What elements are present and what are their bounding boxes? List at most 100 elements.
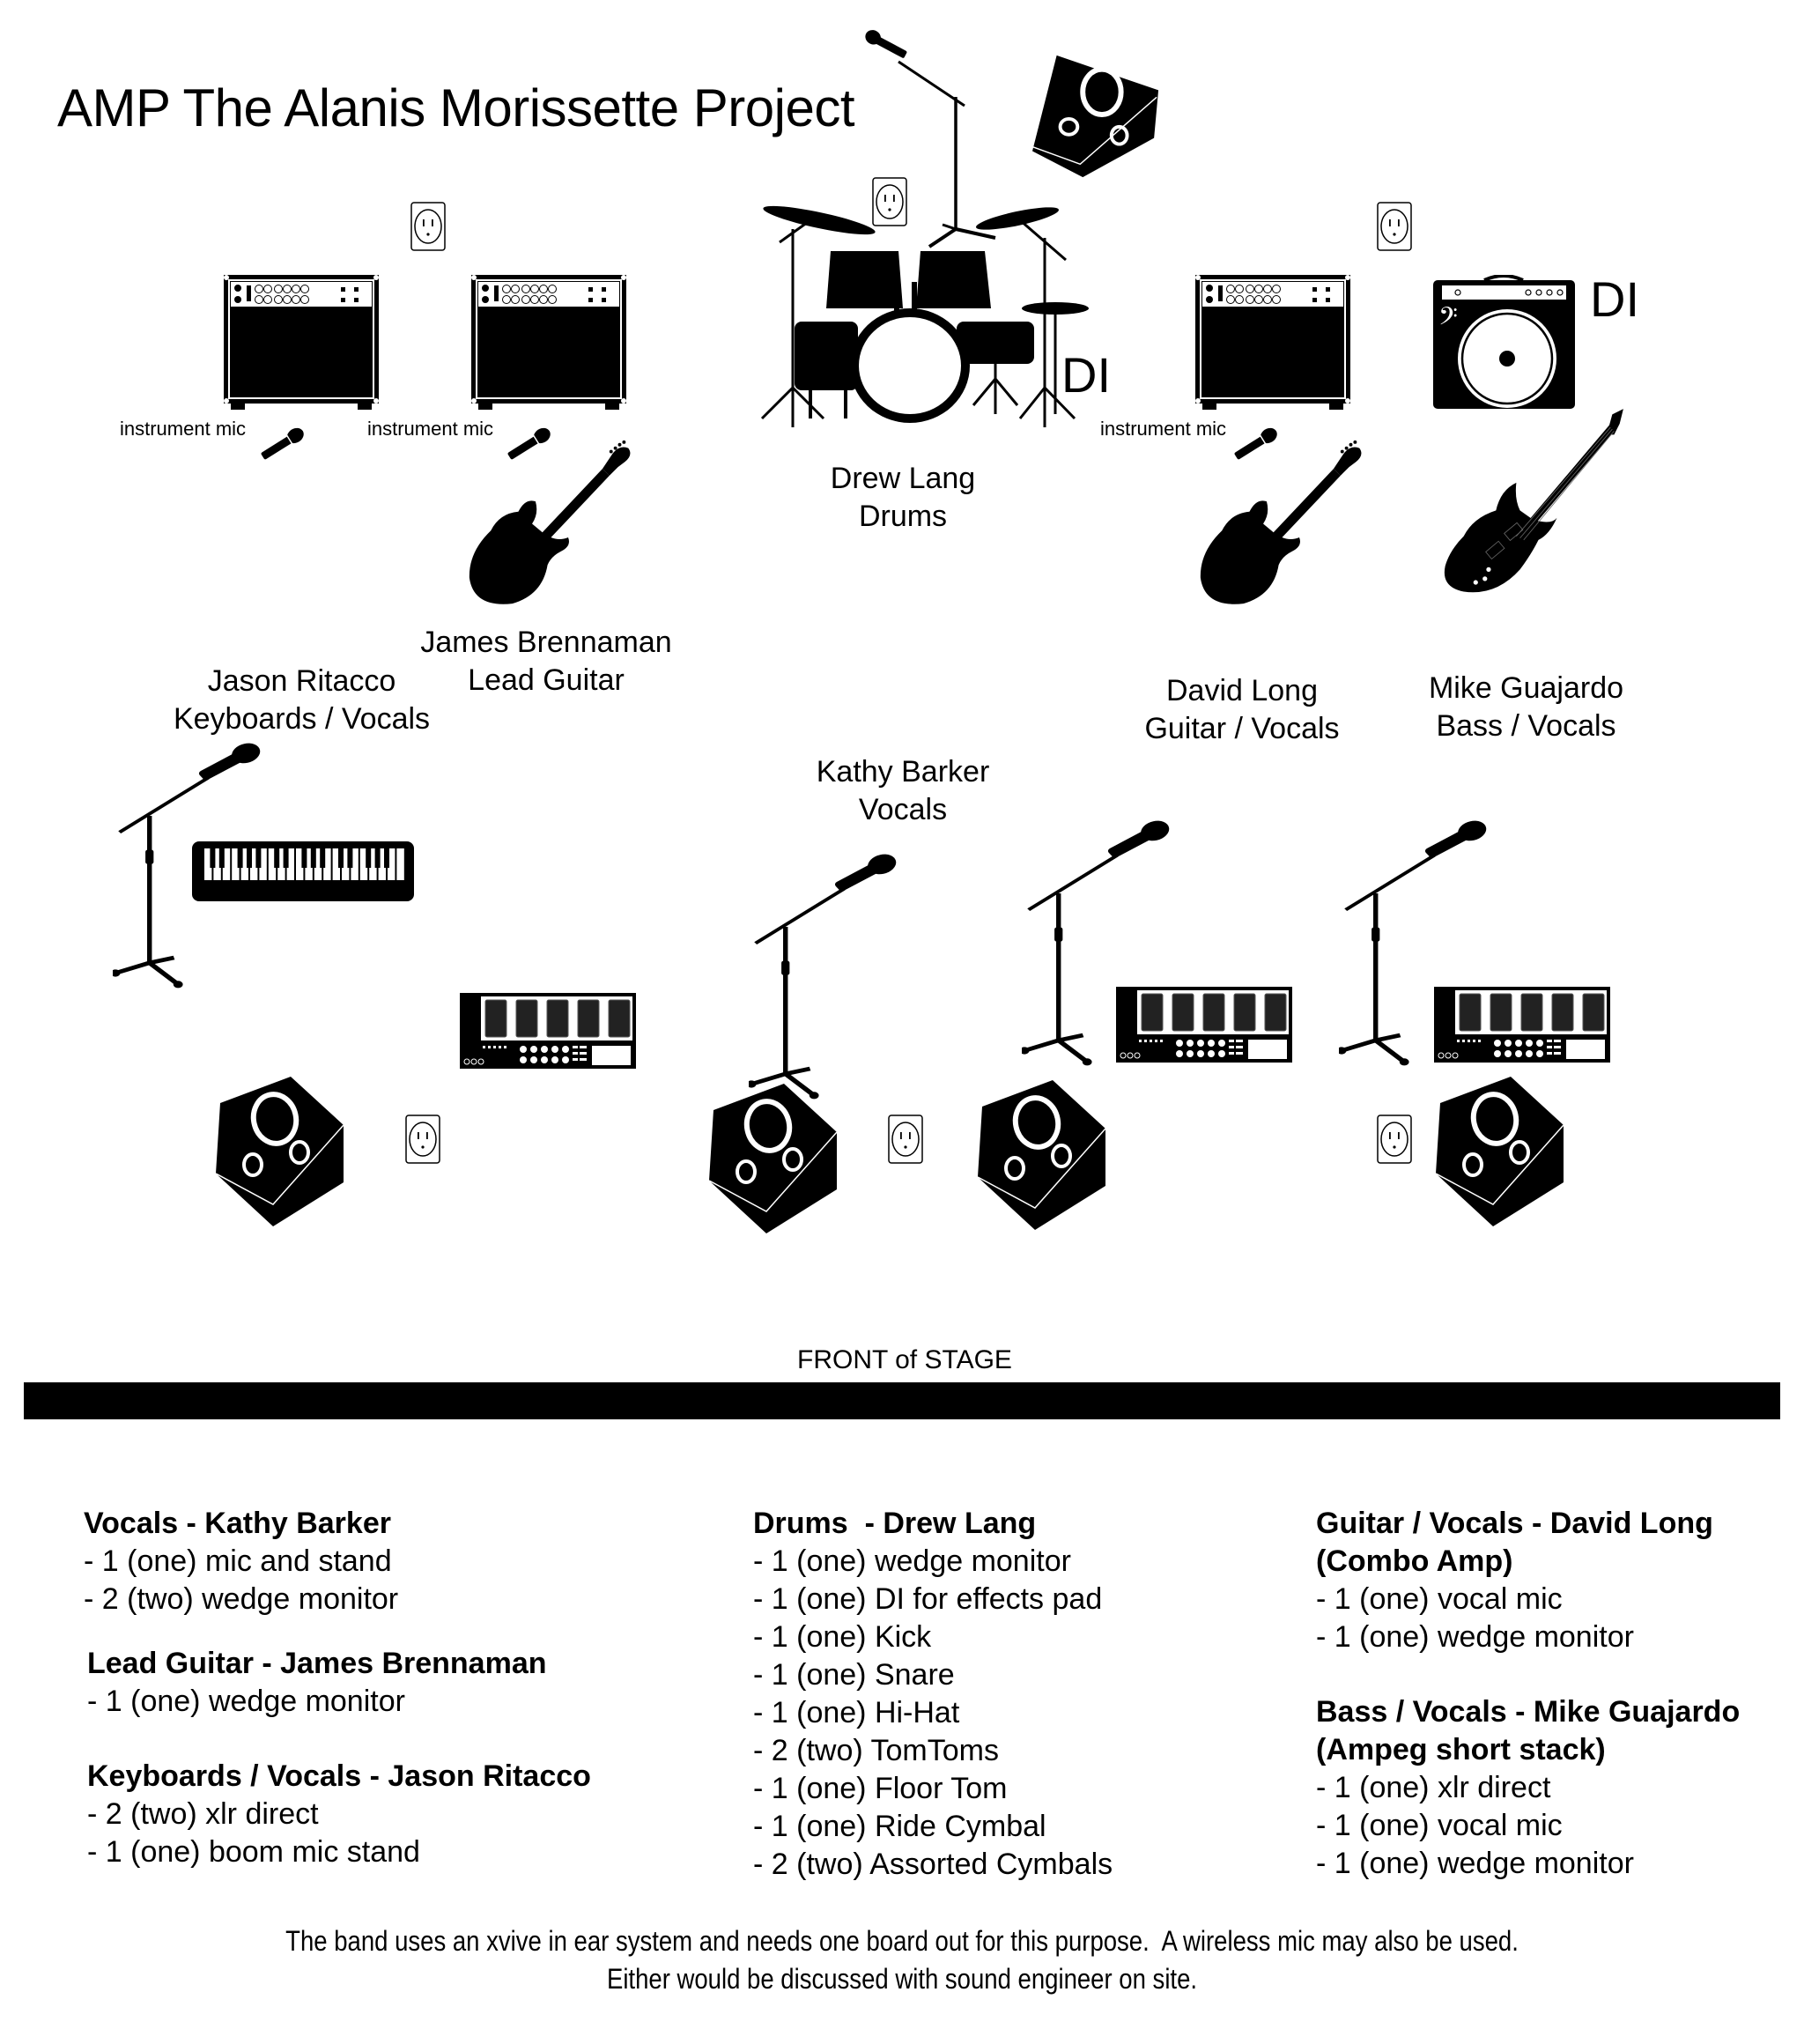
front-of-stage-label: FRONT of STAGE bbox=[797, 1345, 1012, 1374]
black-key bbox=[218, 848, 225, 868]
performer-role: Guitar / Vocals bbox=[1144, 712, 1340, 745]
black-key bbox=[347, 848, 353, 868]
wedge-monitor-icon bbox=[1431, 1077, 1564, 1226]
footer-line-2: Either would be discussed with sound eng… bbox=[606, 1963, 1198, 1995]
black-key bbox=[366, 848, 372, 868]
white-key bbox=[250, 848, 258, 880]
black-key bbox=[310, 848, 316, 868]
white-key bbox=[286, 848, 294, 880]
wedge-monitor-icon bbox=[705, 1084, 837, 1233]
wedge-monitor-icon bbox=[973, 1080, 1105, 1230]
instrument-mic-label: instrument mic bbox=[367, 418, 494, 440]
black-key bbox=[255, 848, 262, 868]
footer-line-1: The band uses an xvive in ear system and… bbox=[285, 1925, 1519, 1957]
requirement-heading: Lead Guitar - James Brennaman bbox=[87, 1647, 547, 1680]
power-outlet-icon bbox=[405, 1115, 440, 1164]
white-key bbox=[232, 848, 240, 880]
white-key bbox=[305, 848, 313, 880]
white-key bbox=[388, 848, 396, 880]
requirement-group-mike-guajardo: Bass / Vocals - Mike Guajardo (Ampeg sho… bbox=[1316, 1693, 1740, 1883]
requirement-item: - 1 (one) Kick bbox=[753, 1620, 932, 1654]
power-outlet-icon bbox=[410, 202, 446, 251]
bass-amp-icon bbox=[1431, 275, 1577, 411]
performer-role: Vocals bbox=[858, 793, 948, 826]
performer-drew-lang: Drew Lang Drums bbox=[815, 460, 991, 536]
mic-stand-icon bbox=[749, 853, 898, 1100]
requirement-item: - 1 (one) wedge monitor bbox=[1316, 1620, 1634, 1654]
requirement-item: - 1 (one) Ride Cymbal bbox=[753, 1810, 1046, 1843]
performer-name: James Brennaman bbox=[420, 626, 672, 659]
electric-guitar-icon bbox=[465, 436, 637, 608]
power-outlet-icon bbox=[1377, 1115, 1412, 1164]
requirement-item: - 1 (one) Snare bbox=[753, 1658, 955, 1692]
requirement-item: - 1 (one) boom mic stand bbox=[87, 1835, 420, 1869]
instrument-mic-label: instrument mic bbox=[120, 418, 247, 440]
power-outlet-icon bbox=[1377, 202, 1412, 251]
requirement-item: - 2 (two) xlr direct bbox=[87, 1797, 319, 1831]
black-key bbox=[301, 848, 307, 868]
requirements-column-2: Drums - Drew Lang - 1 (one) wedge monito… bbox=[753, 1505, 1113, 1910]
performer-name: Drew Lang bbox=[830, 462, 976, 495]
power-outlet-icon bbox=[888, 1115, 923, 1164]
performer-kathy-barker: Kathy Barker Vocals bbox=[802, 753, 1004, 829]
requirement-heading: Bass / Vocals - Mike Guajardo bbox=[1316, 1695, 1741, 1729]
performer-role: Keyboards / Vocals bbox=[173, 702, 431, 736]
performer-james-brennaman: James Brennaman Lead Guitar bbox=[414, 624, 678, 700]
black-key bbox=[384, 848, 389, 868]
requirement-group-kathy-barker: Vocals - Kathy Barker - 1 (one) mic and … bbox=[84, 1505, 591, 1618]
guitar-amp-icon bbox=[469, 273, 628, 410]
requirement-item: - 1 (one) vocal mic bbox=[1316, 1582, 1563, 1616]
white-key bbox=[222, 848, 231, 880]
requirements-column-3: Guitar / Vocals - David Long (Combo Amp)… bbox=[1316, 1505, 1740, 1909]
requirement-item: - 1 (one) vocal mic bbox=[1316, 1809, 1563, 1842]
white-key bbox=[378, 848, 386, 880]
requirement-item: - 2 (two) Assorted Cymbals bbox=[753, 1848, 1113, 1881]
requirement-heading: Keyboards / Vocals - Jason Ritacco bbox=[87, 1759, 591, 1793]
page-title: AMP The Alanis Morissette Project bbox=[57, 78, 855, 137]
white-key bbox=[359, 848, 368, 880]
performer-role: Bass / Vocals bbox=[1436, 709, 1616, 743]
drum-di-label: DI bbox=[1061, 347, 1111, 403]
white-key bbox=[369, 848, 377, 880]
requirement-group-david-long: Guitar / Vocals - David Long (Combo Amp)… bbox=[1316, 1505, 1740, 1656]
white-key bbox=[342, 848, 350, 880]
microphone-icon bbox=[255, 425, 308, 464]
stage-front-edge bbox=[24, 1382, 1780, 1419]
instrument-mic-label: instrument mic bbox=[1100, 418, 1227, 440]
effects-pedalboard-icon bbox=[1434, 987, 1610, 1063]
wedge-monitor-icon bbox=[1031, 55, 1159, 178]
requirement-heading: Drums - Drew Lang bbox=[753, 1507, 1037, 1540]
performer-name: Jason Ritacco bbox=[207, 664, 396, 698]
requirements-column-1: Vocals - Kathy Barker - 1 (one) mic and … bbox=[84, 1505, 591, 1898]
performer-role: Lead Guitar bbox=[468, 663, 625, 697]
white-key bbox=[204, 848, 212, 880]
requirement-group-drew-lang: Drums - Drew Lang - 1 (one) wedge monito… bbox=[753, 1505, 1113, 1884]
requirement-subheading: (Combo Amp) bbox=[1316, 1544, 1513, 1578]
bass-di-label: DI bbox=[1590, 271, 1639, 327]
requirement-heading: Guitar / Vocals - David Long bbox=[1316, 1507, 1713, 1540]
mic-stand-icon bbox=[865, 30, 996, 248]
performer-role: Drums bbox=[858, 500, 948, 533]
white-key bbox=[268, 848, 277, 880]
footer-note: The band uses an xvive in ear system and… bbox=[126, 1922, 1677, 1998]
requirement-item: - 1 (one) wedge monitor bbox=[87, 1685, 405, 1718]
requirement-item: - 1 (one) DI for effects pad bbox=[753, 1582, 1103, 1616]
black-key bbox=[274, 848, 280, 868]
requirement-item: - 1 (one) wedge monitor bbox=[1316, 1847, 1634, 1880]
white-key bbox=[259, 848, 267, 880]
requirement-item: - 1 (one) Floor Tom bbox=[753, 1772, 1008, 1805]
white-key bbox=[351, 848, 359, 880]
requirement-item: - 1 (one) wedge monitor bbox=[753, 1544, 1071, 1578]
black-key bbox=[283, 848, 289, 868]
performer-name: Kathy Barker bbox=[816, 755, 990, 789]
wedge-monitor-icon bbox=[211, 1077, 344, 1226]
performer-jason-ritacco: Jason Ritacco Keyboards / Vocals bbox=[163, 663, 440, 738]
black-key bbox=[374, 848, 381, 868]
requirement-heading: Vocals - Kathy Barker bbox=[84, 1507, 391, 1540]
guitar-amp-icon bbox=[222, 273, 381, 410]
black-key bbox=[338, 848, 344, 868]
black-key bbox=[320, 848, 326, 868]
performer-name: David Long bbox=[1165, 674, 1318, 707]
performer-david-long: David Long Guitar / Vocals bbox=[1136, 672, 1348, 748]
white-key bbox=[314, 848, 322, 880]
